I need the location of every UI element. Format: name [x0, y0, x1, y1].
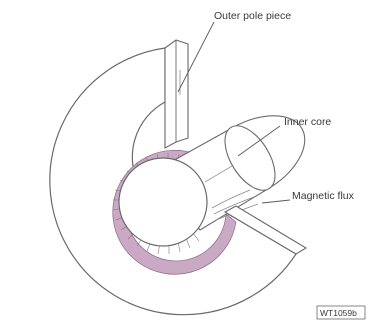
- core-bore-face: [119, 158, 207, 246]
- pole-blade: [165, 40, 188, 148]
- label-inner-core: Inner core: [284, 116, 331, 128]
- label-magnetic-flux: Magnetic flux: [292, 190, 355, 202]
- leader-magnetic-flux: [262, 200, 290, 203]
- figure-ref: WT1059b: [320, 308, 357, 318]
- label-outer-pole-piece: Outer pole piece: [214, 10, 291, 22]
